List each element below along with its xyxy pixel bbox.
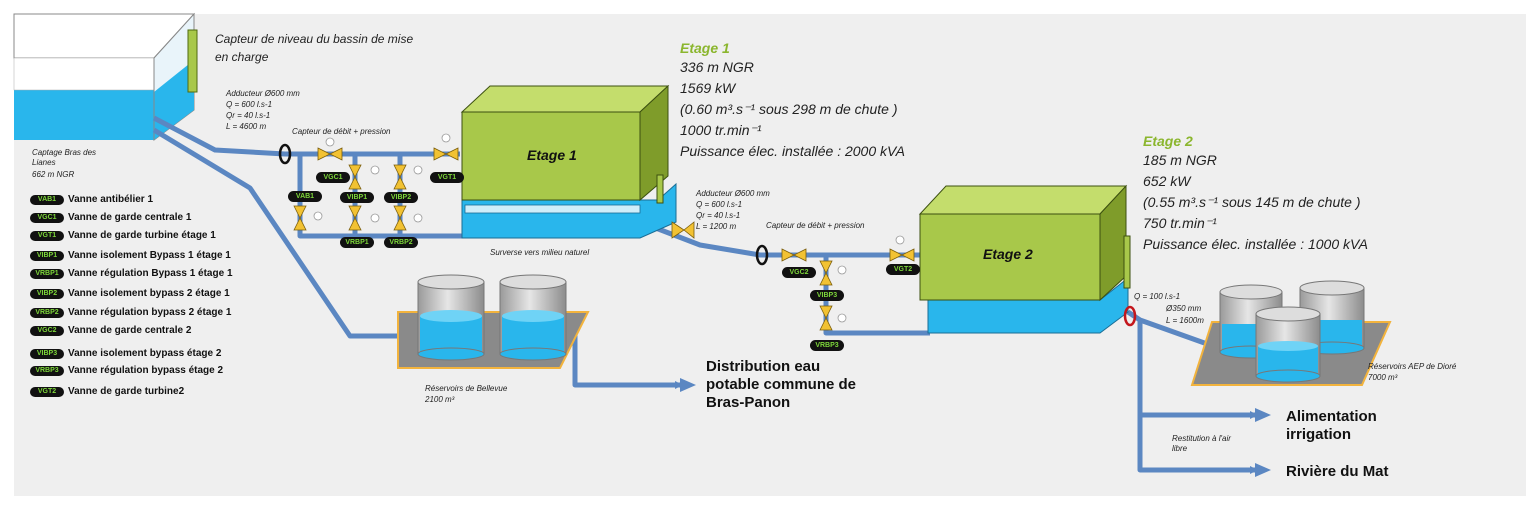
outlet-diameter: Ø350 mm: [1166, 304, 1202, 313]
etage2-flow: (0.55 m³.s⁻¹ sous 145 m de chute ): [1143, 194, 1361, 210]
diore-reservoirs: [1190, 280, 1392, 386]
legend-code-badge: VIBP3: [30, 348, 64, 359]
adducteur2-title: Adducteur Ø600 mm: [696, 189, 770, 198]
legend-code-badge: VRBP1: [30, 268, 64, 279]
bellevue-name: Réservoirs de Bellevue: [425, 384, 508, 393]
etage2-installed: Puissance élec. installée : 1000 kVA: [1143, 236, 1368, 252]
etage1-unit: [460, 84, 677, 239]
bellevue-reservoirs: [397, 274, 590, 369]
etage2-speed: 750 tr.min⁻¹: [1143, 215, 1217, 231]
legend-row: VAB1 Vanne antibélier 1: [30, 193, 153, 206]
diore-volume: 7000 m³: [1368, 373, 1398, 382]
etage1-box-label: Etage 1: [527, 147, 577, 163]
legend-label: Vanne isolement Bypass 1 étage 1: [68, 250, 231, 261]
etage1-power: 1569 kW: [680, 80, 736, 96]
diore-name: Réservoirs AEP de Dioré: [1368, 362, 1457, 371]
adducteur2-q: Q = 600 l.s-1: [696, 200, 743, 209]
badge-vibp1: VIBP1: [340, 192, 374, 203]
legend-row: VGT2 Vanne de garde turbine2: [30, 385, 184, 398]
legend-label: Vanne isolement bypass étage 2: [68, 348, 222, 359]
badge-vibp3: VIBP3: [810, 290, 844, 301]
captage-altitude: 662 m NGR: [32, 170, 75, 179]
legend-label: Vanne antibélier 1: [68, 194, 154, 205]
badge-vab1: VAB1: [288, 191, 322, 202]
etage2-header: Etage 2: [1143, 133, 1193, 149]
outlet-q: Q = 100 l.s-1: [1134, 292, 1181, 301]
basin: [13, 12, 198, 141]
etage1-speed: 1000 tr.min⁻¹: [680, 122, 762, 138]
legend-row: VIBP2 Vanne isolement bypass 2 étage 1: [30, 287, 230, 300]
etage2-unit: [918, 184, 1131, 334]
dest-distribution: Distribution eau potable commune de Bras…: [706, 358, 857, 411]
legend-row: VRBP3 Vanne régulation bypass étage 2: [30, 364, 223, 377]
legend-code-badge: VRBP3: [30, 365, 64, 376]
restitution-label: Restitution à l'air libre: [1172, 434, 1231, 453]
adducteur2-qr: Qr = 40 l.s-1: [696, 211, 741, 220]
adducteur1-q: Q = 600 l.s-1: [226, 100, 273, 109]
legend-row: VGC2 Vanne de garde centrale 2: [30, 324, 191, 337]
bellevue-volume: 2100 m³: [425, 395, 455, 404]
legend-label: Vanne de garde turbine2: [68, 386, 185, 397]
badge-vrbp1: VRBP1: [340, 237, 374, 248]
captage-name: Captage Bras des Lianes: [32, 148, 97, 167]
etage1-ngr: 336 m NGR: [680, 59, 754, 75]
adducteur1-title: Adducteur Ø600 mm: [226, 89, 300, 98]
legend-label: Vanne régulation bypass 2 étage 1: [68, 307, 232, 318]
legend-row: VGT1 Vanne de garde turbine étage 1: [30, 229, 216, 242]
etage1-installed: Puissance élec. installée : 2000 kVA: [680, 143, 905, 159]
etage2-ngr: 185 m NGR: [1143, 152, 1217, 168]
legend-code-badge: VGC1: [30, 212, 64, 223]
legend-label: Vanne de garde centrale 1: [68, 212, 192, 223]
badge-vibp2: VIBP2: [384, 192, 418, 203]
etage2-box-label: Etage 2: [983, 246, 1033, 262]
dest-riviere: Rivière du Mat: [1286, 463, 1389, 480]
legend-label: Vanne régulation Bypass 1 étage 1: [68, 268, 233, 279]
legend-code-badge: VGT2: [30, 386, 64, 397]
etage1-header: Etage 1: [680, 40, 730, 56]
adducteur1-qr: Qr = 40 l.s-1: [226, 111, 271, 120]
badge-vgc1: VGC1: [316, 172, 350, 183]
legend-label: Vanne isolement bypass 2 étage 1: [68, 288, 230, 299]
legend-row: VIBP3 Vanne isolement bypass étage 2: [30, 347, 221, 360]
legend-code-badge: VGC2: [30, 325, 64, 336]
legend-code-badge: VIBP2: [30, 288, 64, 299]
adducteur1-length: L = 4600 m: [226, 122, 267, 131]
sensor1-label: Capteur de débit + pression: [292, 127, 391, 136]
legend-row: VRBP1 Vanne régulation Bypass 1 étage 1: [30, 267, 233, 280]
motor-icons: [313, 133, 905, 323]
legend-code-badge: VIBP1: [30, 250, 64, 261]
flow-sensors: [278, 143, 1137, 327]
outlet-sensor-icon: [1123, 305, 1137, 327]
level-sensor-label: Capteur de niveau du bassin de mise en c…: [215, 32, 414, 64]
flow-sensor-icon: [755, 244, 769, 266]
badge-vrbp3: VRBP3: [810, 340, 844, 351]
legend-row: VIBP1 Vanne isolement Bypass 1 étage 1: [30, 249, 231, 262]
etage1-flow: (0.60 m³.s⁻¹ sous 298 m de chute ): [680, 101, 898, 117]
surverse-label: Surverse vers milieu naturel: [490, 248, 590, 257]
etage2-power: 652 kW: [1143, 173, 1191, 189]
legend-row: VRBP2 Vanne régulation bypass 2 étage 1: [30, 306, 231, 319]
badge-vrbp2: VRBP2: [384, 237, 418, 248]
sensor2-label: Capteur de débit + pression: [766, 221, 865, 230]
legend-label: Vanne de garde turbine étage 1: [68, 230, 216, 241]
outlet-length: L = 1600m: [1166, 316, 1204, 325]
legend-label: Vanne de garde centrale 2: [68, 325, 192, 336]
adducteur2-length: L = 1200 m: [696, 222, 737, 231]
legend-code-badge: VRBP2: [30, 307, 64, 318]
level-sensor-icon: [187, 29, 198, 93]
valves: [293, 147, 915, 331]
legend-code-badge: VAB1: [30, 194, 64, 205]
legend-label: Vanne régulation bypass étage 2: [68, 365, 224, 376]
legend-row: VGC1 Vanne de garde centrale 1: [30, 211, 191, 224]
destination-arrows: [680, 378, 1271, 477]
badge-vgt2: VGT2: [886, 264, 920, 275]
badge-vgc2: VGC2: [782, 267, 816, 278]
flow-sensor-icon: [278, 143, 292, 165]
dest-irrigation: Alimentation irrigation: [1286, 408, 1377, 443]
badge-vgt1: VGT1: [430, 172, 464, 183]
legend-code-badge: VGT1: [30, 230, 64, 241]
